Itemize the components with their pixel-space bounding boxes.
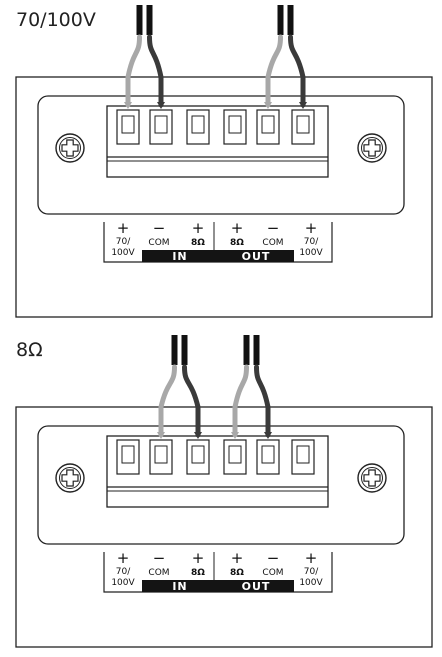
wire-out-a-arrow — [231, 432, 239, 439]
terminal-label: 70/ — [116, 567, 131, 577]
terminal-polarity: + — [117, 219, 130, 237]
terminal-polarity: + — [305, 549, 318, 567]
terminal-label: 100V — [111, 578, 135, 588]
screw-right — [357, 463, 387, 493]
wire-in-b-arrow — [157, 102, 165, 109]
terminal-label: 8Ω — [230, 238, 244, 248]
group-band — [142, 250, 294, 262]
wire-in-b — [182, 364, 201, 438]
terminal-screw-4 — [228, 115, 242, 134]
wire-out-b-arrow — [264, 432, 272, 439]
panel-title: 70/100V — [16, 9, 96, 31]
terminal-polarity: − — [267, 219, 280, 237]
wire-in-a-arrow — [124, 102, 132, 109]
cable-tip — [243, 335, 250, 365]
group-label-in: IN — [172, 250, 187, 263]
cable-tip — [181, 335, 188, 365]
wire-out-a — [265, 34, 283, 108]
group-band — [142, 580, 294, 592]
terminal-label: 100V — [111, 248, 135, 258]
wire-in-a-arrow — [157, 432, 165, 439]
cable-tip — [287, 5, 294, 35]
terminal-label: 100V — [299, 578, 323, 588]
terminal-label: 8Ω — [191, 568, 205, 578]
terminal-block — [106, 105, 329, 178]
terminal-polarity: − — [153, 219, 166, 237]
group-label-out: OUT — [242, 250, 271, 263]
wire-out-b-arrow — [299, 102, 307, 109]
terminal-label: 100V — [299, 248, 323, 258]
terminal-screw-2 — [154, 445, 168, 464]
wire-out-a-arrow — [264, 102, 272, 109]
terminal-label: COM — [262, 238, 283, 248]
wire-in-b — [147, 34, 164, 108]
cross-screw-icon — [61, 139, 79, 157]
terminal-polarity: + — [231, 219, 244, 237]
terminal-screw-3 — [191, 445, 205, 464]
terminal-polarity: + — [305, 219, 318, 237]
terminal-polarity: − — [267, 549, 280, 567]
wire-out-b — [254, 364, 271, 438]
cable-tip — [146, 5, 153, 35]
wire-out-b — [288, 34, 306, 108]
terminal-label: 8Ω — [191, 238, 205, 248]
terminal-polarity: − — [153, 549, 166, 567]
screw-left — [55, 133, 85, 163]
wire-in-a — [158, 364, 177, 438]
cable-tip — [136, 5, 143, 35]
terminal-block — [106, 435, 329, 508]
screw-ring — [361, 137, 383, 159]
terminal-label: 70/ — [304, 567, 319, 577]
terminal-polarity: + — [117, 549, 130, 567]
screw-left — [55, 463, 85, 493]
terminal-label: 70/ — [116, 237, 131, 247]
terminal-screw-5 — [261, 115, 275, 134]
wire-in-a — [125, 34, 142, 108]
cable-tip — [277, 5, 284, 35]
screw-ring — [59, 137, 81, 159]
terminal-screw-5 — [261, 445, 275, 464]
screw-ring — [59, 467, 81, 489]
terminal-polarity: + — [192, 219, 205, 237]
terminal-screw-3 — [191, 115, 205, 134]
terminal-screw-1 — [121, 445, 135, 464]
terminal-label: 8Ω — [230, 568, 244, 578]
cross-screw-icon — [363, 139, 381, 157]
group-label-in: IN — [172, 580, 187, 593]
cross-screw-icon — [61, 469, 79, 487]
terminal-screw-4 — [228, 445, 242, 464]
screw-ring — [361, 467, 383, 489]
terminal-label: 70/ — [304, 237, 319, 247]
terminal-label: COM — [148, 568, 169, 578]
terminal-label: COM — [262, 568, 283, 578]
terminal-polarity: + — [192, 549, 205, 567]
terminal-screw-1 — [121, 115, 135, 134]
terminal-polarity: + — [231, 549, 244, 567]
cross-screw-icon — [363, 469, 381, 487]
panel-title: 8Ω — [16, 339, 43, 361]
terminal-label: COM — [148, 238, 169, 248]
terminal-screw-2 — [154, 115, 168, 134]
screw-right — [357, 133, 387, 163]
terminal-screw-6 — [296, 115, 310, 134]
group-label-out: OUT — [242, 580, 271, 593]
wire-in-b-arrow — [194, 432, 202, 439]
wire-out-a — [232, 364, 249, 438]
cable-tip — [171, 335, 178, 365]
terminal-screw-6 — [296, 445, 310, 464]
cable-tip — [253, 335, 260, 365]
